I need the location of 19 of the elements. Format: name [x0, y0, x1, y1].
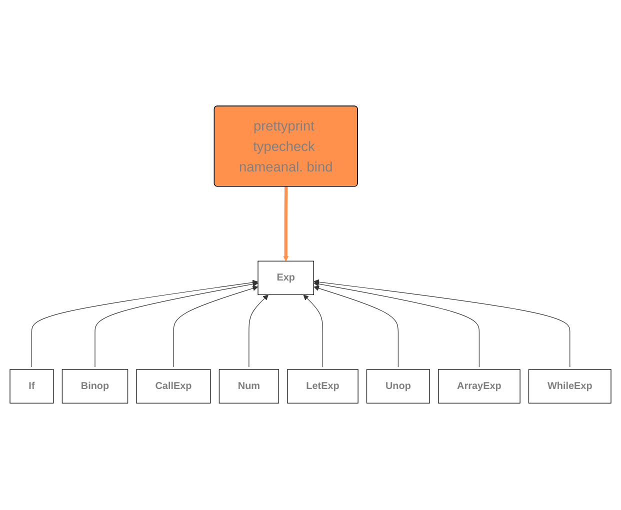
- class-box: If: [10, 370, 54, 404]
- class-box: ArrayExp: [438, 370, 520, 404]
- inheritance-arrow: [248, 295, 268, 368]
- class-box: WhileExp: [528, 370, 612, 404]
- inheritance-arrow: [303, 295, 324, 368]
- operations-box: prettyprint typecheck nameanal. bind: [214, 106, 358, 188]
- inheritance-arrow: [314, 280, 570, 368]
- class-box: CallExp: [136, 370, 211, 404]
- thick-arrow: [283, 187, 289, 262]
- class-box: Num: [218, 370, 280, 404]
- inheritance-arrow: [94, 282, 258, 368]
- class-box: Binop: [62, 370, 128, 404]
- inheritance-arrow: [173, 286, 258, 368]
- class-box: Unop: [366, 370, 430, 404]
- inheritance-arrow: [314, 282, 480, 368]
- class-box: LetExp: [287, 370, 358, 404]
- inheritance-arrow: [314, 286, 398, 368]
- inheritance-arrow: [31, 280, 258, 368]
- class-box: Exp: [258, 261, 314, 296]
